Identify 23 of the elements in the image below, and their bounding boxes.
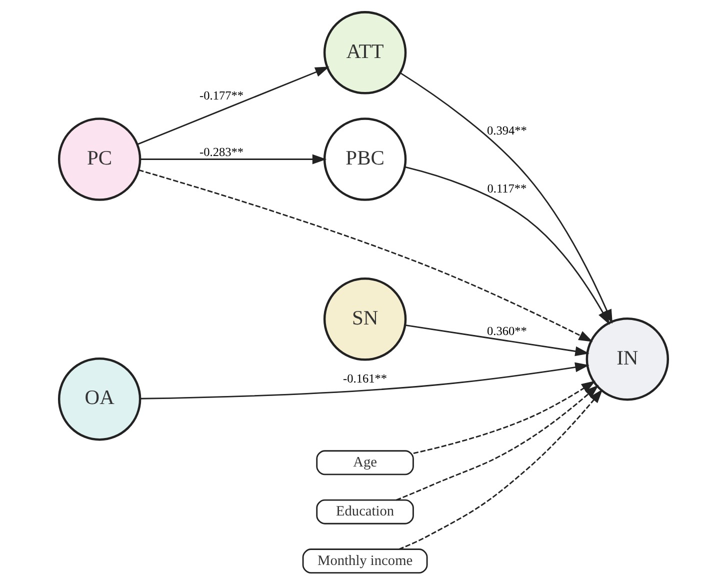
arrow — [404, 324, 589, 356]
arrow — [396, 384, 598, 501]
node-circle: PBC — [322, 118, 406, 201]
arrow — [140, 362, 589, 400]
node-box: Age — [316, 450, 414, 476]
arrow — [412, 380, 596, 454]
node-box: Education — [316, 499, 414, 524]
edge-label: -0.283** — [199, 144, 244, 159]
edge-label: -0.161** — [342, 371, 387, 386]
node-circle: ATT — [322, 11, 406, 94]
edge-label: 0.394** — [486, 123, 526, 138]
edge-label: 0.117** — [486, 182, 526, 196]
node-box: Monthly income — [302, 548, 428, 574]
arrow — [404, 166, 610, 325]
node-circle: SN — [322, 278, 406, 361]
arrow — [398, 389, 602, 550]
edge-label: -0.177** — [199, 88, 244, 102]
arrow — [136, 66, 329, 145]
arrow — [138, 169, 592, 342]
edge-label: 0.360** — [486, 324, 526, 338]
node-circle: OA — [57, 357, 141, 441]
node-circle: PC — [57, 118, 141, 201]
arrow — [140, 154, 326, 164]
